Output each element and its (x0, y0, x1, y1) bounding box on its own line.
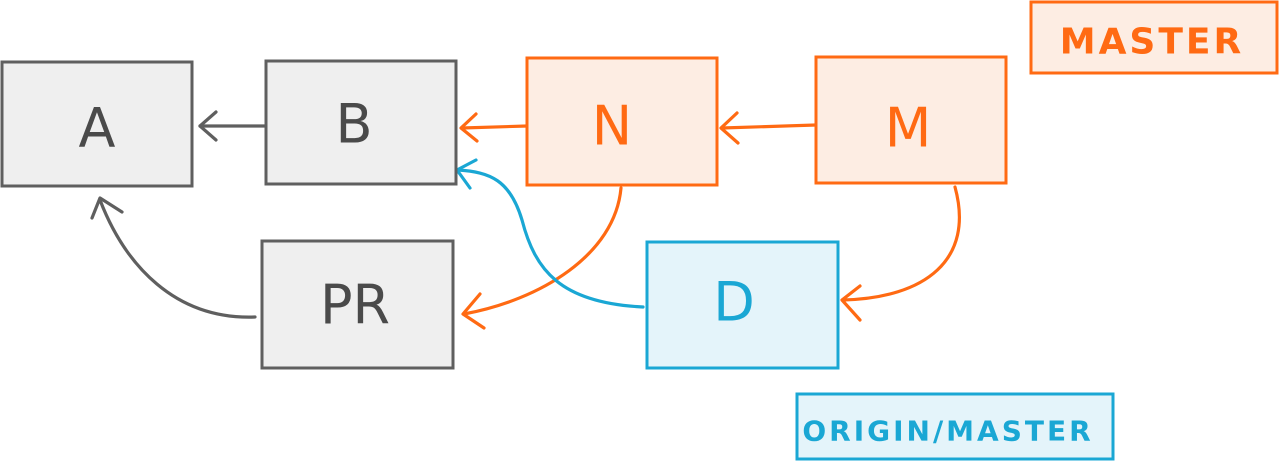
node-n-box (525, 56, 719, 187)
tag-master-label: MASTER (1060, 22, 1244, 63)
tag-origin-master: ORIGIN/MASTER (795, 392, 1115, 461)
arrowhead-n-to-b (459, 112, 479, 143)
arrowhead-pr-to-a (90, 196, 124, 220)
node-pr-label: PR (320, 274, 390, 337)
edge-pr-to-a (98, 198, 257, 319)
tag-origin-master-box (795, 392, 1115, 461)
node-d: D (645, 240, 840, 370)
node-m: M (814, 55, 1008, 185)
node-m-box (814, 55, 1008, 185)
node-pr: PR (260, 239, 455, 370)
edge-m-to-d (841, 185, 961, 302)
node-m-label: M (885, 97, 932, 160)
node-a-label: A (79, 97, 116, 160)
arrowhead-n-to-pr (461, 292, 486, 330)
tag-origin-master-label: ORIGIN/MASTER (802, 415, 1093, 448)
node-d-box (645, 240, 840, 370)
node-b: B (264, 59, 458, 186)
tag-master-box (1029, 0, 1279, 75)
node-a-box (0, 60, 194, 188)
node-n: N (525, 56, 719, 187)
node-d-label: D (713, 271, 755, 334)
node-b-box (264, 59, 458, 186)
arrowhead-b-to-a (198, 110, 218, 142)
node-b-label: B (335, 93, 372, 156)
node-a: A (0, 60, 194, 188)
edge-d-to-b (456, 168, 645, 309)
arrowhead-m-to-n (719, 111, 740, 145)
edge-m-to-n (720, 123, 818, 130)
node-n-label: N (592, 95, 632, 158)
edge-n-to-pr (462, 186, 623, 316)
node-pr-box (260, 239, 455, 370)
arrowhead-m-to-d (840, 284, 862, 322)
tag-master: MASTER (1029, 0, 1279, 75)
edge-n-to-b (460, 124, 529, 130)
arrowhead-d-to-b (455, 158, 478, 190)
